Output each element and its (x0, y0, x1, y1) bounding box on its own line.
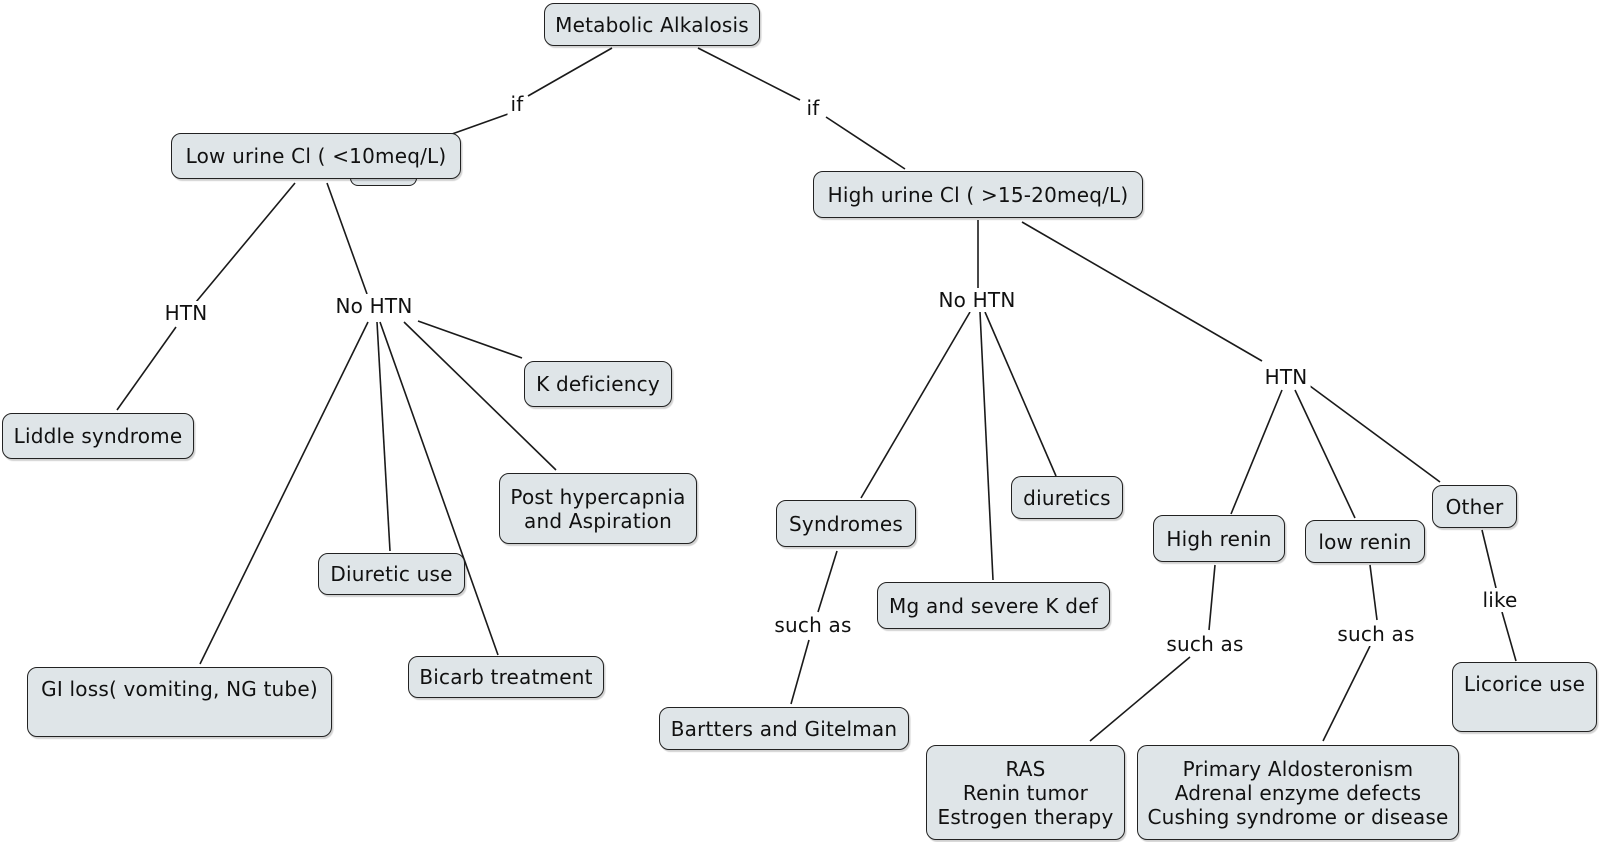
connector (1230, 389, 1283, 515)
connector (790, 639, 810, 705)
connector (195, 182, 296, 303)
node-high-renin: High renin (1153, 515, 1285, 562)
node-bartters-gitelman: Bartters and Gitelman (659, 707, 909, 750)
connector (1309, 385, 1441, 483)
node-other: Other (1432, 485, 1517, 528)
connector (379, 321, 499, 656)
connector (1481, 529, 1497, 589)
node-syndromes: Syndromes (776, 500, 916, 547)
connector (817, 550, 838, 613)
link-label-no-htn: No HTN (332, 294, 416, 318)
node-bicarb-treatment: Bicarb treatment (408, 656, 604, 698)
link-label-such-as: such as (1163, 632, 1247, 656)
node-high-urine-cl: High urine Cl ( >15-20meq/L) (813, 171, 1143, 218)
node-primary-aldosteronism: Primary Aldosteronism Adrenal enzyme def… (1137, 745, 1459, 840)
connector (1369, 564, 1378, 621)
node-licorice-use: Licorice use (1452, 662, 1597, 732)
link-label-if: if (507, 92, 527, 116)
connector (1208, 564, 1216, 631)
link-label-htn: HTN (161, 301, 211, 325)
connector (697, 47, 801, 101)
link-label-such-as: such as (771, 613, 855, 637)
connector (199, 321, 369, 665)
connector (417, 320, 523, 359)
node-metabolic-alkalosis: Metabolic Alkalosis (544, 3, 760, 46)
connector (403, 321, 557, 471)
connector (376, 321, 391, 552)
connector (116, 326, 177, 411)
connector (1021, 221, 1263, 362)
link-label-no-htn: No HTN (935, 288, 1019, 312)
node-low-urine-cl: Low urine Cl ( <10meq/L) (171, 133, 461, 179)
connector (984, 311, 1057, 477)
node-post-hypercapnia: Post hypercapnia and Aspiration (499, 473, 697, 544)
node-mg-severe-k-def: Mg and severe K def (877, 582, 1110, 629)
connector (1322, 645, 1371, 742)
connector (825, 116, 906, 170)
connector (1294, 389, 1356, 519)
connector (527, 47, 613, 97)
link-label-like: like (1479, 588, 1521, 612)
connector (451, 113, 509, 135)
node-gi-loss: GI loss( vomiting, NG tube) (27, 667, 332, 737)
link-label-htn: HTN (1261, 365, 1311, 389)
connector (326, 182, 368, 295)
node-k-deficiency: K deficiency (524, 361, 672, 407)
node-low-renin: low renin (1305, 520, 1425, 563)
node-diuretic-use: Diuretic use (318, 553, 465, 595)
node-diuretics: diuretics (1011, 476, 1123, 519)
connector (860, 311, 971, 499)
link-label-if: if (803, 96, 823, 120)
connector (979, 311, 994, 581)
connector (1501, 611, 1517, 662)
node-ras-renin-estrogen: RAS Renin tumor Estrogen therapy (926, 745, 1125, 840)
connector (1089, 656, 1191, 742)
link-label-such-as: such as (1334, 622, 1418, 646)
node-liddle-syndrome: Liddle syndrome (2, 413, 194, 459)
